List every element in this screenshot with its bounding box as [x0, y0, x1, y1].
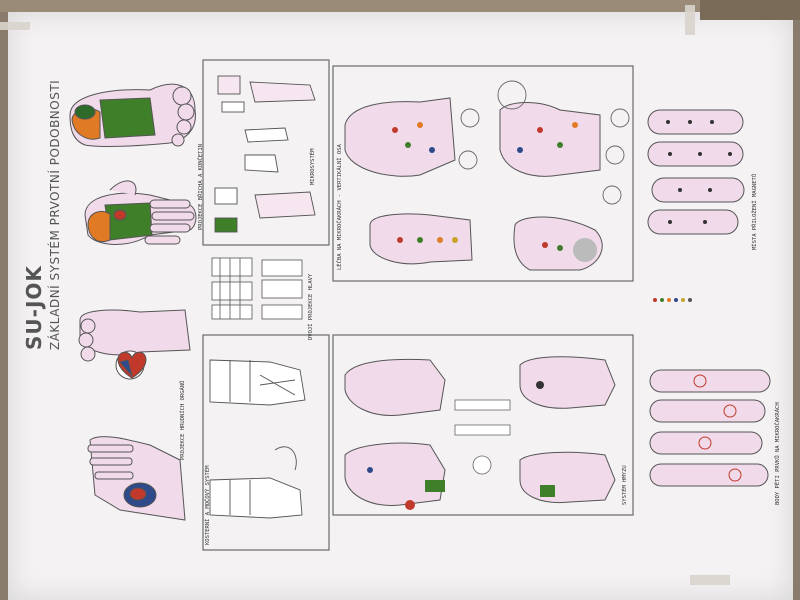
- hand-organs: [84, 180, 197, 245]
- projection-sketches: [214, 75, 316, 233]
- five-elements-rings: [693, 374, 742, 482]
- magnet-dots: [666, 120, 732, 224]
- wall-corner: [700, 0, 800, 20]
- label-double-head: DVOJÍ PROJEKCE HLAVY: [308, 273, 314, 340]
- micro-points: [392, 122, 597, 262]
- legend-list: [653, 298, 692, 302]
- insect-hands: [344, 356, 616, 506]
- label-chest-organs: PROJEKCE HRUDNÍCH ORGÁNŮ: [180, 380, 186, 460]
- poster-title-block: SU-JOK ZÁKLADNÍ SYSTÉM PRVOTNÍ PODOBNOST…: [22, 80, 62, 350]
- foot-organs-top: [69, 83, 196, 147]
- magnet-hands: [647, 109, 745, 235]
- label-five-elements: BODY PĚTI PRVKŮ NA MIKROČAKRÁCH: [775, 402, 781, 505]
- label-abdominal-projection: PROJEKCE BŘICHA A KONČETIN: [198, 143, 204, 230]
- panel-insect: [332, 334, 634, 516]
- panel-frames: [202, 59, 634, 551]
- panel-hand-projection: [202, 59, 330, 246]
- label-magnet-places: MÍSTA PŘILOŽENÍ MAGNETŮ: [752, 173, 758, 250]
- five-elements-hands: [649, 369, 771, 487]
- label-micro-system: MIKROSYSTÉM: [310, 148, 316, 185]
- micro-circles: [458, 80, 630, 205]
- tape-strips: [0, 5, 730, 585]
- skeleton-drawings: [209, 359, 306, 519]
- label-insect-system: SYSTÉM HMYZU: [622, 465, 628, 505]
- insect-organs: [367, 381, 555, 510]
- wall-top: [0, 0, 800, 12]
- label-skeleton: KOSTERNÍ A MOČOVÝ SYSTÉM: [205, 465, 211, 545]
- insect-figures: [454, 399, 511, 475]
- label-micro-vertical: LÉČBA NA MIKROČAKRÁCH - VERTIKÁLNÍ OSA: [337, 144, 343, 270]
- head-projection-grid: [211, 257, 303, 320]
- panel-skeleton: [202, 334, 330, 551]
- foot-heart: [78, 309, 191, 380]
- hand-lungs: [87, 436, 186, 521]
- micro-hands: [344, 97, 603, 271]
- poster-title: SU-JOK: [22, 265, 46, 350]
- poster-subtitle: ZÁKLADNÍ SYSTÉM PRVOTNÍ PODOBNOSTI: [48, 79, 62, 350]
- panel-micro-vertical: [332, 65, 634, 282]
